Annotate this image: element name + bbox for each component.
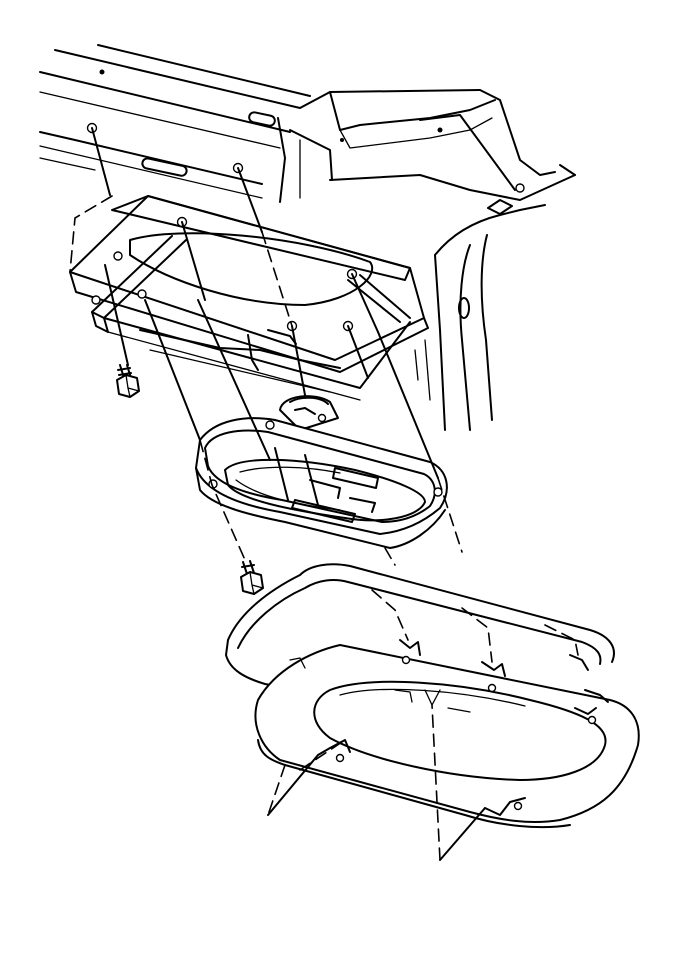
- speaker: [195, 395, 448, 549]
- speaker-grille-trim: [225, 563, 640, 829]
- speaker-bolt: [240, 560, 264, 595]
- vehicle-body-panel: [39, 44, 576, 431]
- alignment-leader-lines: [69, 127, 579, 861]
- speaker-mounting-bracket: [69, 122, 429, 401]
- bracket-bolt: [116, 364, 140, 398]
